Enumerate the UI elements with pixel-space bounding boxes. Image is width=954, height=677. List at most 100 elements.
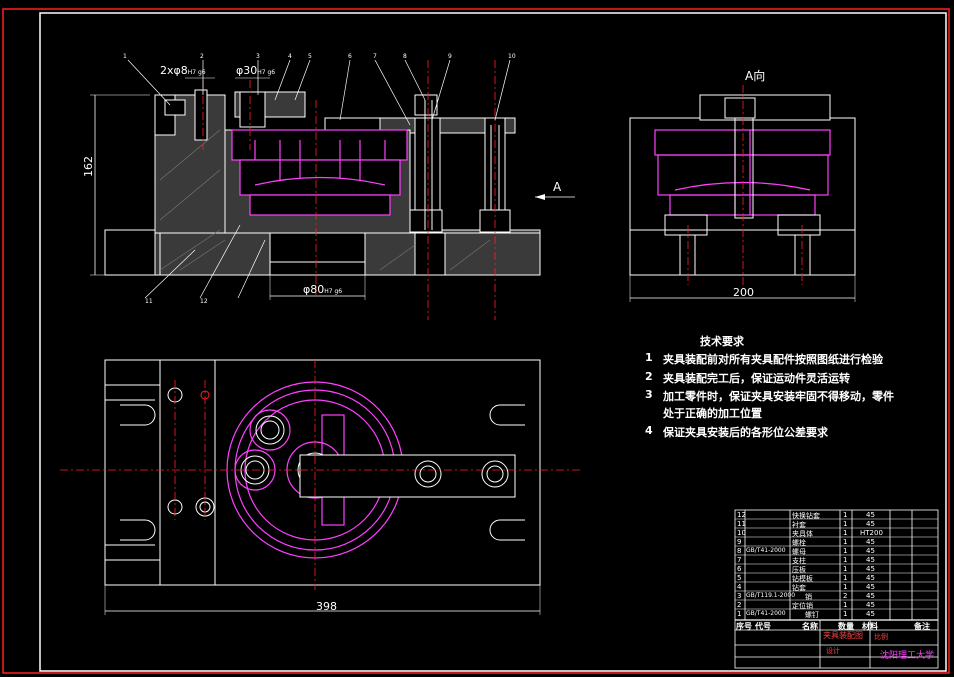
bom-name: 螺母 [792, 548, 806, 556]
bom-name: 螺栓 [792, 539, 806, 547]
tech-note-text-3b: 处于正确的加工位置 [663, 407, 762, 420]
balloon-12: 12 [200, 298, 208, 305]
bom-name: 钻套 [792, 584, 806, 592]
bom-seq: 3 [737, 592, 742, 600]
sheet-border-outer [2, 8, 950, 674]
balloon-10: 10 [508, 53, 516, 60]
bom-name: 夹具体 [792, 530, 813, 538]
dim-width-top: 398 [316, 600, 337, 613]
bom-name: 快换钻套 [792, 512, 820, 520]
bom-row-lines [735, 518, 938, 610]
bom-mat: 45 [866, 610, 875, 618]
bom-qty: 1 [843, 556, 848, 564]
bom-seq: 12 [737, 511, 746, 519]
bom-seq: 2 [737, 601, 742, 609]
bom-qty: 1 [843, 583, 848, 591]
dim-hole-front-tol: H7 g6 [324, 288, 343, 295]
bom-mat: 45 [866, 574, 875, 582]
section-arrow-label: A [553, 180, 562, 194]
bom-qty: 1 [843, 538, 848, 546]
bom-mat: 45 [866, 547, 875, 555]
title-designer-label: 设计 [826, 647, 840, 655]
bom-seq: 7 [737, 556, 742, 564]
balloon-11: 11 [145, 298, 153, 305]
dim-hole-front-value: φ80 [303, 283, 325, 296]
bom-seq: 9 [737, 538, 742, 546]
front-view [90, 59, 575, 320]
bom-seq: 4 [737, 583, 742, 591]
tech-note-text-1: 夹具装配前对所有夹具配件按照图纸进行检验 [663, 353, 883, 366]
bom-mat: 45 [866, 592, 875, 600]
bom-mat: 45 [866, 556, 875, 564]
bom-code: GB/T41-2000 [746, 547, 786, 554]
bom-qty: 1 [843, 547, 848, 555]
dim-bush-hole-value: φ30 [236, 64, 258, 77]
bom-grid [734, 509, 939, 669]
dim-hole-front: φ80H7 g6 [303, 283, 342, 296]
bom-seq: 11 [737, 520, 746, 528]
sheet-border-inner [39, 12, 947, 672]
balloon-5: 5 [308, 53, 312, 60]
tech-note-num-2: 2 [645, 370, 653, 383]
bom-name: 衬套 [792, 521, 806, 529]
bom-seq: 10 [737, 529, 746, 537]
bom-mat: 45 [866, 565, 875, 573]
dim-bush-hole-tol: H7 g6 [257, 69, 276, 76]
bom-qty: 1 [843, 529, 848, 537]
bom-header-remark: 备注 [914, 622, 930, 631]
bom-header-code: 代号 [755, 622, 771, 631]
title-school: 沈阳理工大学 [880, 651, 935, 661]
tech-notes-title: 技术要求 [700, 335, 744, 348]
balloon-7: 7 [373, 53, 377, 60]
bom-code: GB/T41-2000 [746, 610, 786, 617]
bom-qty: 2 [843, 592, 848, 600]
bom-qty: 1 [843, 511, 848, 519]
bom-seq: 8 [737, 547, 742, 555]
tech-note-num-4: 4 [645, 424, 653, 437]
balloon-4: 4 [288, 53, 292, 60]
bom-qty: 1 [843, 601, 848, 609]
bom-mat: 45 [866, 538, 875, 546]
bom-name: 螺钉 [805, 611, 819, 619]
bom-qty: 1 [843, 565, 848, 573]
bom-qty: 1 [843, 520, 848, 528]
bom-name: 压板 [792, 566, 806, 574]
title-drawing-name: 夹具装配图 [823, 631, 863, 640]
bom-mat: 45 [866, 601, 875, 609]
dim-width-side: 200 [733, 286, 754, 299]
bom-header-seq: 序号 [736, 622, 752, 631]
dim-pin-hole-value: 2xφ8 [160, 64, 188, 77]
dim-pin-hole: 2xφ8H7 g6 [160, 64, 206, 77]
balloon-9: 9 [448, 53, 452, 60]
tech-note-text-4: 保证夹具安装后的各形位公差要求 [663, 426, 828, 439]
bom-mat: 45 [866, 511, 875, 519]
bom-seq: 6 [737, 565, 742, 573]
tech-note-num-3: 3 [645, 388, 653, 401]
dim-bush-hole: φ30H7 g6 [236, 64, 275, 77]
title-scale-label: 比例 [874, 633, 888, 641]
tech-note-num-1: 1 [645, 351, 653, 364]
bom-header-material: 材料 [862, 622, 878, 631]
bom-seq: 5 [737, 574, 742, 582]
balloon-6: 6 [348, 53, 352, 60]
bom-mat: HT200 [860, 529, 883, 537]
balloon-2: 2 [200, 53, 204, 60]
bom-name: 定位销 [792, 602, 813, 610]
bom-name: 支柱 [792, 557, 806, 565]
side-view [629, 85, 856, 302]
bom-qty: 1 [843, 610, 848, 618]
balloon-3: 3 [256, 53, 260, 60]
bom-qty: 1 [843, 574, 848, 582]
bom-mat: 45 [866, 583, 875, 591]
dim-height-front: 162 [82, 156, 95, 177]
view-label-a: A向 [745, 69, 766, 83]
tech-note-text-2: 夹具装配完工后，保证运动件灵活运转 [663, 372, 850, 385]
tech-note-text-3: 加工零件时，保证夹具安装牢固不得移动，零件 [663, 390, 894, 403]
dim-pin-hole-tol: H7 g6 [187, 69, 206, 76]
bom-header-name: 名称 [802, 622, 818, 631]
top-view [60, 359, 580, 615]
bom-name: 销 [805, 593, 812, 601]
balloon-8: 8 [403, 53, 407, 60]
bom-seq: 1 [737, 610, 742, 618]
